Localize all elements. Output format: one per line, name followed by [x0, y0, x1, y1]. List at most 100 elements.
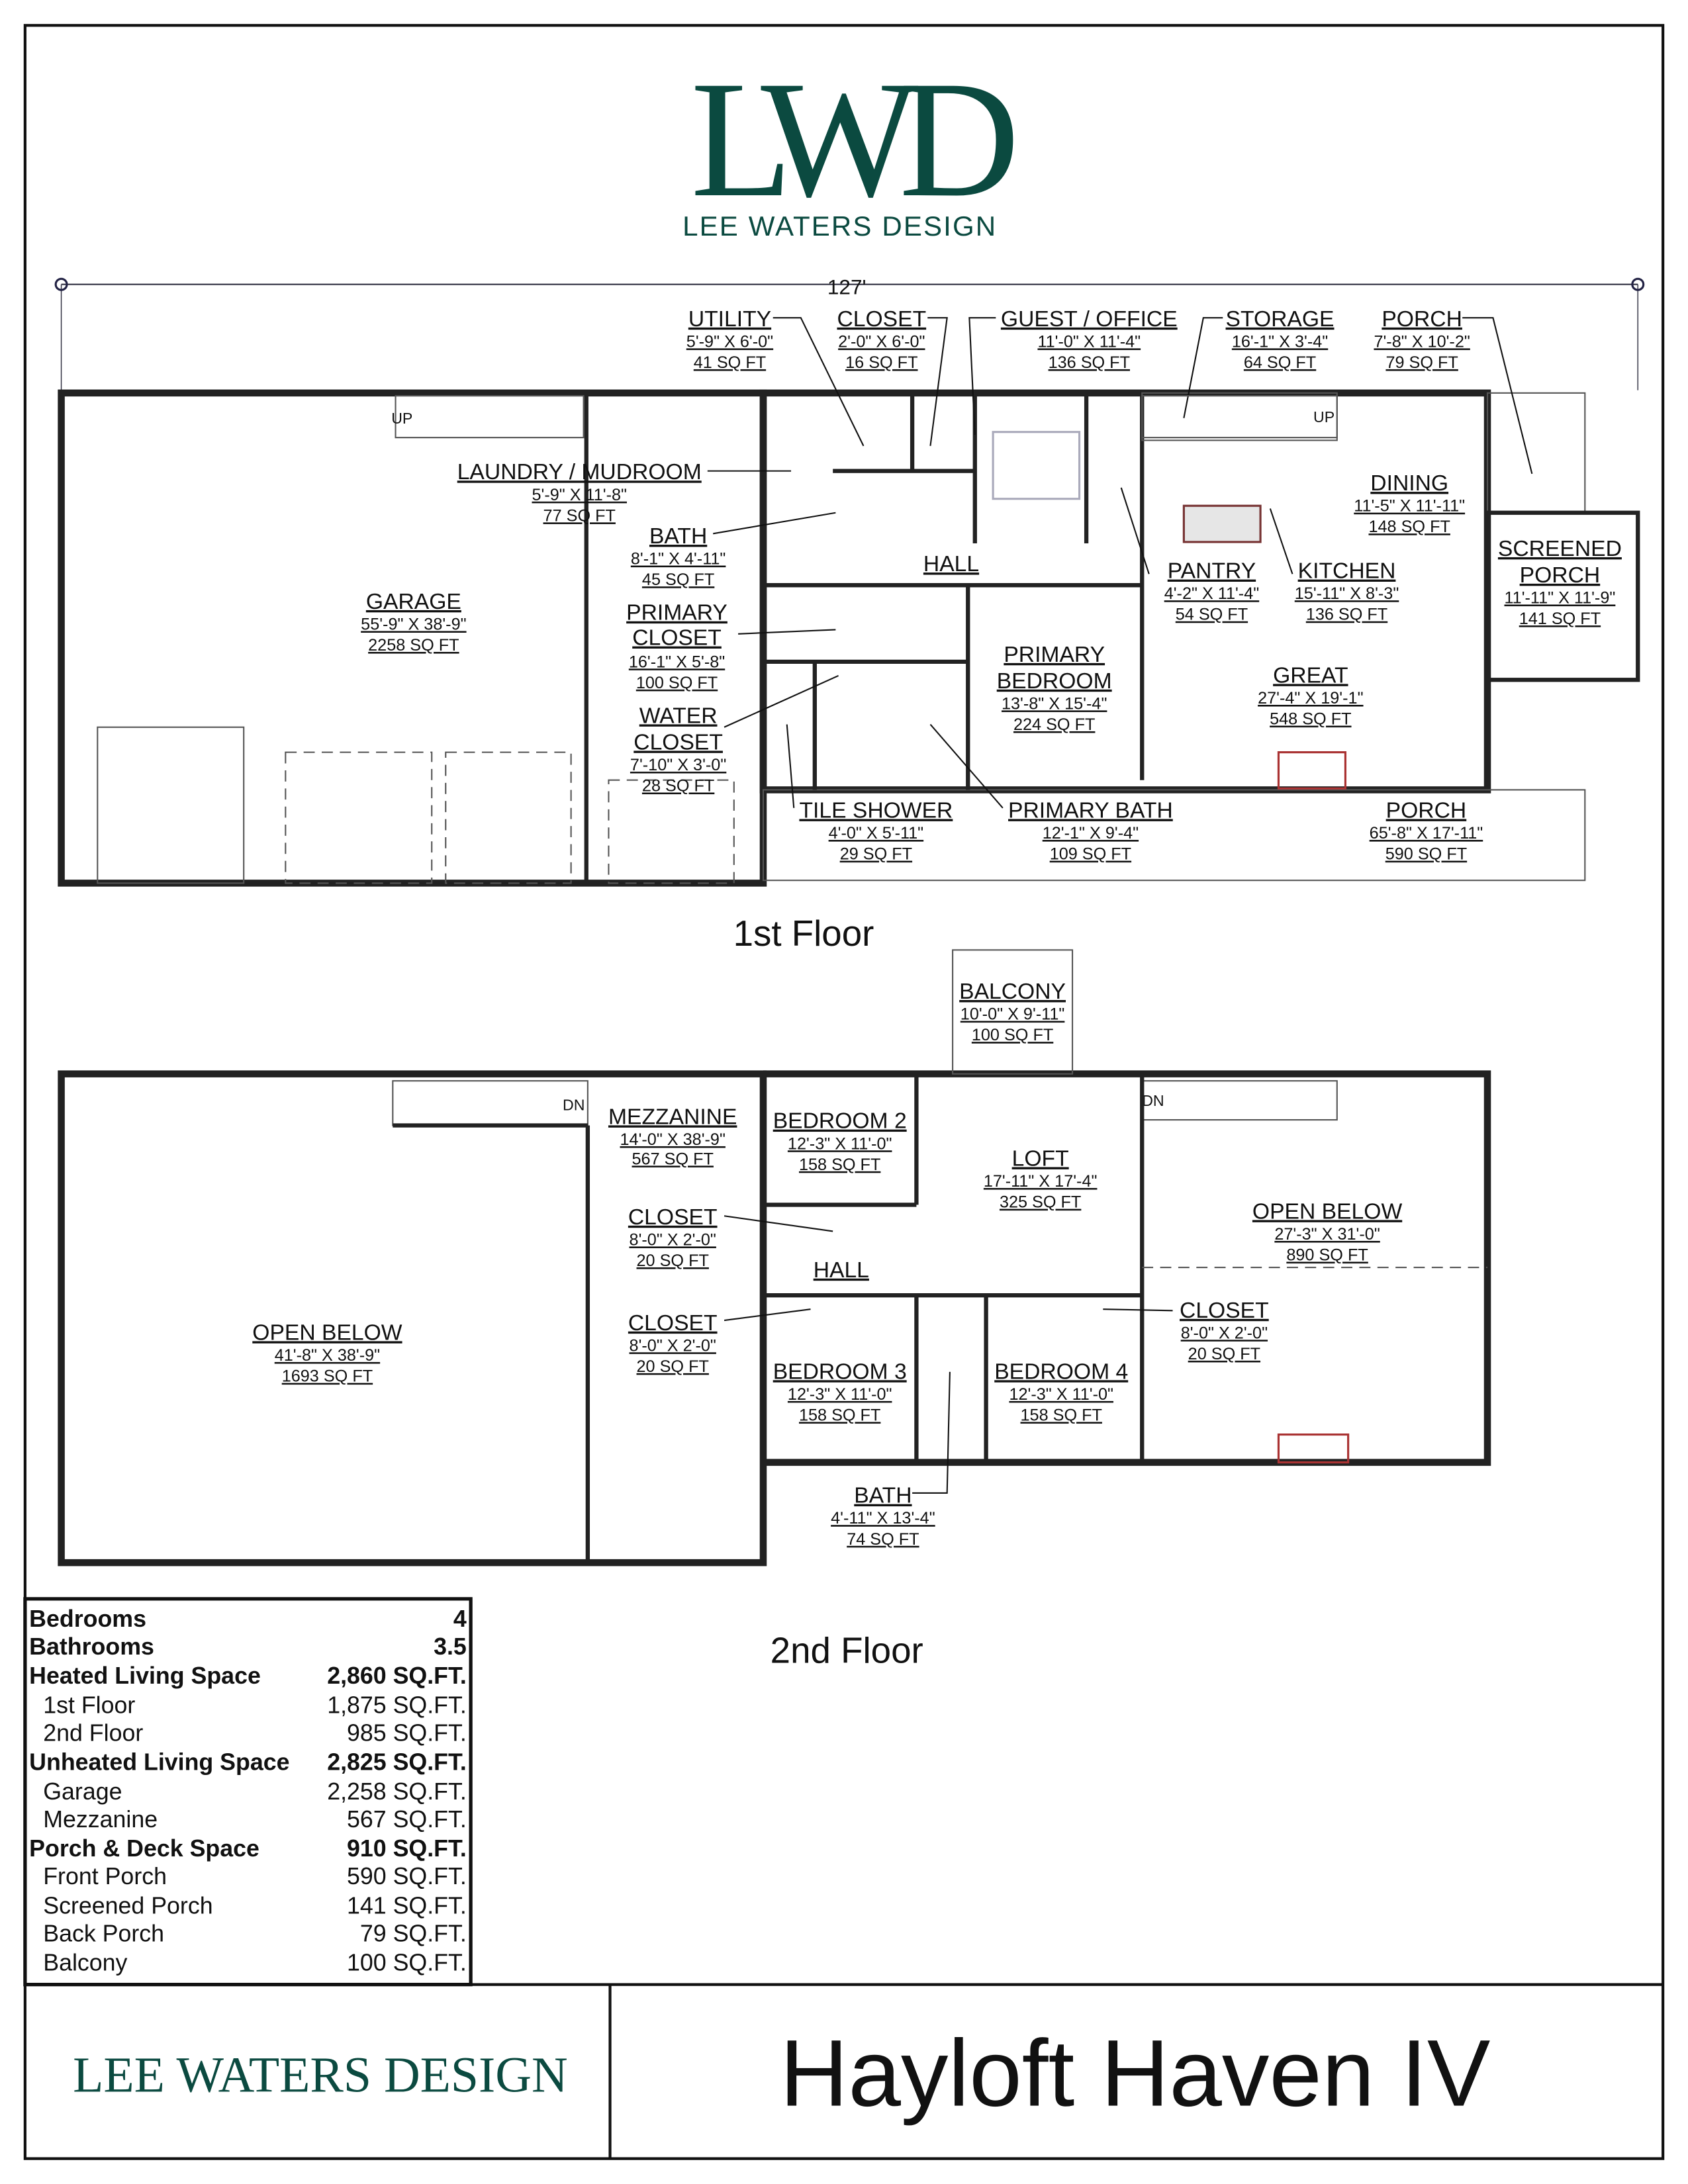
svg-text:985 SQ.FT.: 985 SQ.FT.	[347, 1719, 467, 1746]
svg-text:74 SQ FT: 74 SQ FT	[847, 1530, 919, 1549]
svg-text:GARAGE: GARAGE	[366, 590, 461, 614]
svg-text:15'-11" X 8'-3": 15'-11" X 8'-3"	[1295, 584, 1399, 603]
svg-text:41'-8" X 38'-9": 41'-8" X 38'-9"	[275, 1346, 380, 1365]
svg-text:2'-0" X 6'-0": 2'-0" X 6'-0"	[838, 332, 925, 351]
svg-text:12'-3" X 11'-0": 12'-3" X 11'-0"	[1009, 1385, 1113, 1404]
svg-text:4'-2" X 11'-4": 4'-2" X 11'-4"	[1164, 584, 1260, 603]
svg-text:8'-1" X 4'-11": 8'-1" X 4'-11"	[631, 550, 726, 569]
stair-down-label: DN	[1142, 1092, 1164, 1109]
svg-text:Front Porch: Front Porch	[43, 1863, 167, 1889]
room-label-bedroom-3: BEDROOM 312'-3" X 11'-0"158 SQ FT	[773, 1359, 907, 1424]
svg-text:29 SQ FT: 29 SQ FT	[840, 845, 912, 864]
svg-text:17'-11" X 17'-4": 17'-11" X 17'-4"	[984, 1172, 1098, 1191]
svg-text:MEZZANINE: MEZZANINE	[608, 1105, 737, 1129]
svg-text:CLOSET: CLOSET	[837, 307, 926, 332]
svg-text:Screened Porch: Screened Porch	[43, 1892, 212, 1919]
svg-text:16'-1" X 5'-8": 16'-1" X 5'-8"	[629, 653, 725, 671]
svg-text:TILE SHOWER: TILE SHOWER	[799, 799, 953, 823]
svg-text:1,875 SQ.FT.: 1,875 SQ.FT.	[327, 1692, 467, 1718]
svg-text:Bathrooms: Bathrooms	[29, 1633, 154, 1660]
svg-text:7'-8" X 10'-2": 7'-8" X 10'-2"	[1374, 332, 1470, 351]
svg-text:28 SQ FT: 28 SQ FT	[642, 777, 714, 796]
svg-text:8'-0" X 2'-0": 8'-0" X 2'-0"	[1181, 1324, 1268, 1342]
svg-text:20 SQ FT: 20 SQ FT	[637, 1251, 709, 1270]
svg-text:14'-0" X 38'-9": 14'-0" X 38'-9"	[620, 1130, 726, 1149]
svg-text:1st Floor: 1st Floor	[43, 1692, 135, 1718]
svg-text:Garage: Garage	[43, 1778, 122, 1805]
title-block: LEE WATERS DESIGN Hayloft Haven IV	[73, 2021, 1490, 2126]
svg-text:890 SQ FT: 890 SQ FT	[1286, 1246, 1368, 1265]
svg-text:Bedrooms: Bedrooms	[29, 1606, 146, 1632]
svg-text:PRIMARY: PRIMARY	[626, 601, 727, 625]
svg-text:158 SQ FT: 158 SQ FT	[1021, 1406, 1102, 1425]
svg-text:Back Porch: Back Porch	[43, 1920, 164, 1946]
svg-text:79 SQ.FT.: 79 SQ.FT.	[360, 1920, 467, 1946]
svg-text:LEE WATERS DESIGN: LEE WATERS DESIGN	[682, 210, 997, 242]
svg-text:2,825 SQ.FT.: 2,825 SQ.FT.	[327, 1749, 467, 1776]
svg-text:4'-0" X 5'-11": 4'-0" X 5'-11"	[829, 824, 924, 842]
svg-text:16'-1" X 3'-4": 16'-1" X 3'-4"	[1232, 332, 1328, 351]
svg-text:1693 SQ FT: 1693 SQ FT	[282, 1367, 373, 1386]
svg-text:Porch & Deck Space: Porch & Deck Space	[29, 1835, 259, 1862]
svg-text:2nd Floor: 2nd Floor	[43, 1719, 143, 1746]
plan-name: Hayloft Haven IV	[780, 2021, 1490, 2126]
svg-text:2258 SQ FT: 2258 SQ FT	[368, 636, 459, 655]
svg-text:12'-1" X 9'-4": 12'-1" X 9'-4"	[1043, 824, 1139, 842]
company-logo: LWD LEE WATERS DESIGN	[682, 46, 1033, 242]
svg-text:BEDROOM 2: BEDROOM 2	[773, 1109, 907, 1134]
svg-text:BATH: BATH	[854, 1484, 912, 1508]
second-floor-walls	[58, 949, 1491, 1567]
svg-text:910 SQ.FT.: 910 SQ.FT.	[347, 1835, 467, 1862]
svg-text:10'-0" X 9'-11": 10'-0" X 9'-11"	[961, 1005, 1065, 1024]
summary-row: Bedrooms 4	[29, 1606, 467, 1632]
svg-text:PORCH: PORCH	[1520, 563, 1601, 588]
svg-text:27'-3" X 31'-0": 27'-3" X 31'-0"	[1274, 1225, 1380, 1244]
svg-text:41 SQ FT: 41 SQ FT	[694, 353, 766, 372]
svg-text:136 SQ FT: 136 SQ FT	[1306, 606, 1387, 624]
svg-text:11'-0" X 11'-4": 11'-0" X 11'-4"	[1037, 332, 1141, 351]
svg-text:UTILITY: UTILITY	[688, 307, 771, 332]
svg-text:325 SQ FT: 325 SQ FT	[1000, 1193, 1081, 1212]
svg-text:141 SQ FT: 141 SQ FT	[1519, 610, 1601, 628]
summary-row: 1st Floor 1,875 SQ.FT.	[43, 1692, 467, 1718]
svg-text:4: 4	[453, 1606, 467, 1632]
svg-text:54 SQ FT: 54 SQ FT	[1176, 606, 1248, 624]
svg-text:DINING: DINING	[1370, 471, 1448, 496]
svg-text:8'-0" X 2'-0": 8'-0" X 2'-0"	[630, 1230, 716, 1249]
svg-text:100 SQ FT: 100 SQ FT	[636, 674, 718, 692]
svg-text:109 SQ FT: 109 SQ FT	[1050, 845, 1131, 864]
svg-text:590 SQ.FT.: 590 SQ.FT.	[347, 1863, 467, 1889]
svg-text:567 SQ.FT.: 567 SQ.FT.	[347, 1806, 467, 1833]
svg-text:65'-8" X 17'-11": 65'-8" X 17'-11"	[1370, 824, 1483, 842]
svg-text:16 SQ FT: 16 SQ FT	[845, 353, 917, 372]
first-floor-walls	[58, 389, 1640, 887]
svg-text:BATH: BATH	[649, 524, 707, 549]
svg-text:BEDROOM 3: BEDROOM 3	[773, 1359, 907, 1384]
svg-text:136 SQ FT: 136 SQ FT	[1049, 353, 1130, 372]
stair-up-label: UP	[1313, 408, 1335, 426]
svg-text:64 SQ FT: 64 SQ FT	[1244, 353, 1316, 372]
svg-text:LOFT: LOFT	[1012, 1147, 1069, 1171]
svg-text:CLOSET: CLOSET	[632, 626, 722, 651]
svg-text:100 SQ.FT.: 100 SQ.FT.	[347, 1950, 467, 1976]
svg-text:127': 127'	[827, 275, 867, 298]
